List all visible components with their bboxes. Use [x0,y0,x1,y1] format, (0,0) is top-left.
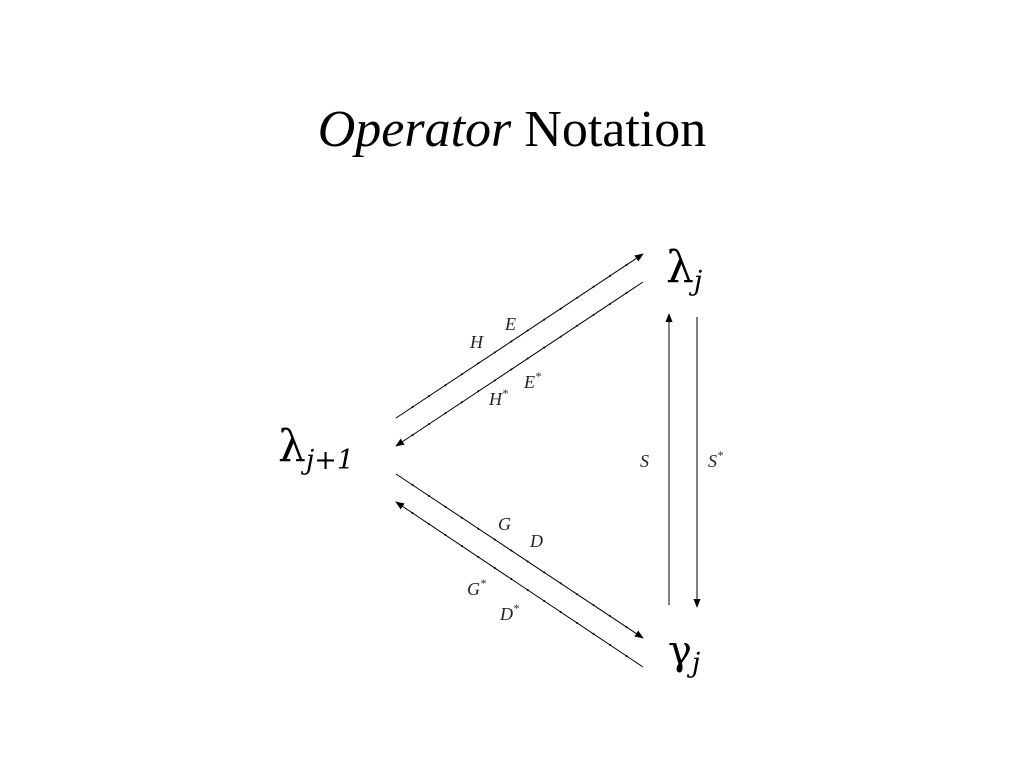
tick-dot [427,395,430,398]
tick-dot [477,362,480,365]
op-d: D [529,531,543,551]
tick-dot [609,644,612,646]
tick-dot [411,483,414,486]
tick-dot [609,615,612,618]
tick-dot [625,626,628,629]
tick-dot [427,523,430,525]
tick-dot [427,494,430,497]
tick-dot [444,384,447,387]
tick-dot [493,351,496,354]
title-word: Notation [524,101,707,158]
tick-dot [460,373,463,376]
tick-dot [592,633,595,635]
tick-dot [427,423,430,426]
op-g-star: G* [467,576,486,599]
tick-dot [526,589,529,591]
tick-dot [493,379,496,382]
tick-dot [477,556,480,558]
tick-dot [625,655,628,657]
tick-dot [460,545,463,547]
tick-dot [493,567,496,569]
tick-dot [543,346,546,349]
tick-dot [526,357,529,360]
tick-dot [592,285,595,288]
tick-dot [411,512,414,514]
tick-dot [526,560,529,563]
arrow-tick-dots [411,263,628,657]
tick-dot [460,401,463,404]
op-s: S [640,451,649,471]
tick-dot [559,335,562,338]
tick-dot [625,263,628,266]
tick-dot [559,611,562,613]
arrow-lower-forward [395,473,644,639]
tick-dot [592,604,595,607]
tick-dot [444,505,447,508]
tick-dot [510,549,513,552]
tick-dot [625,291,628,294]
tick-dot [526,329,529,332]
tick-dot [510,368,513,371]
arrow-lower-back [395,501,644,668]
tick-dot [477,390,480,393]
tick-dot [444,412,447,415]
tick-dot [576,324,579,327]
tick-dot [477,527,480,530]
tick-dot [543,318,546,321]
tick-dot [543,571,546,574]
op-e-star: E* [523,369,541,392]
op-h: H [469,332,484,352]
tick-dot [510,578,513,580]
tick-dot [510,340,513,343]
op-s-star: S* [708,448,723,471]
tick-dot [609,274,612,277]
node-lambda-j-plus-1: λj+1 [278,421,354,476]
tick-dot [576,296,579,299]
tick-dot [411,406,414,409]
op-e: E [504,314,516,334]
op-g: G [498,514,511,534]
node-gamma-j: γj [668,628,700,679]
tick-dot [559,582,562,585]
arrow-upper-forward [395,253,644,419]
op-d-star: D* [499,601,519,624]
arrow-upper-back [395,281,644,447]
tick-dot [576,593,579,596]
tick-dot [576,622,579,624]
tick-dot [559,307,562,310]
tick-dot [592,313,595,316]
slide-title: Operator Notation [0,104,1024,156]
tick-dot [444,534,447,536]
tick-dot [609,302,612,305]
tick-dot [460,516,463,519]
tick-dot [411,434,414,437]
node-lambda-j: λj [666,242,702,297]
tick-dot [543,600,546,602]
title-italic-word: Operator [317,101,512,158]
op-h-star: H* [488,386,508,409]
tick-dot [493,538,496,541]
